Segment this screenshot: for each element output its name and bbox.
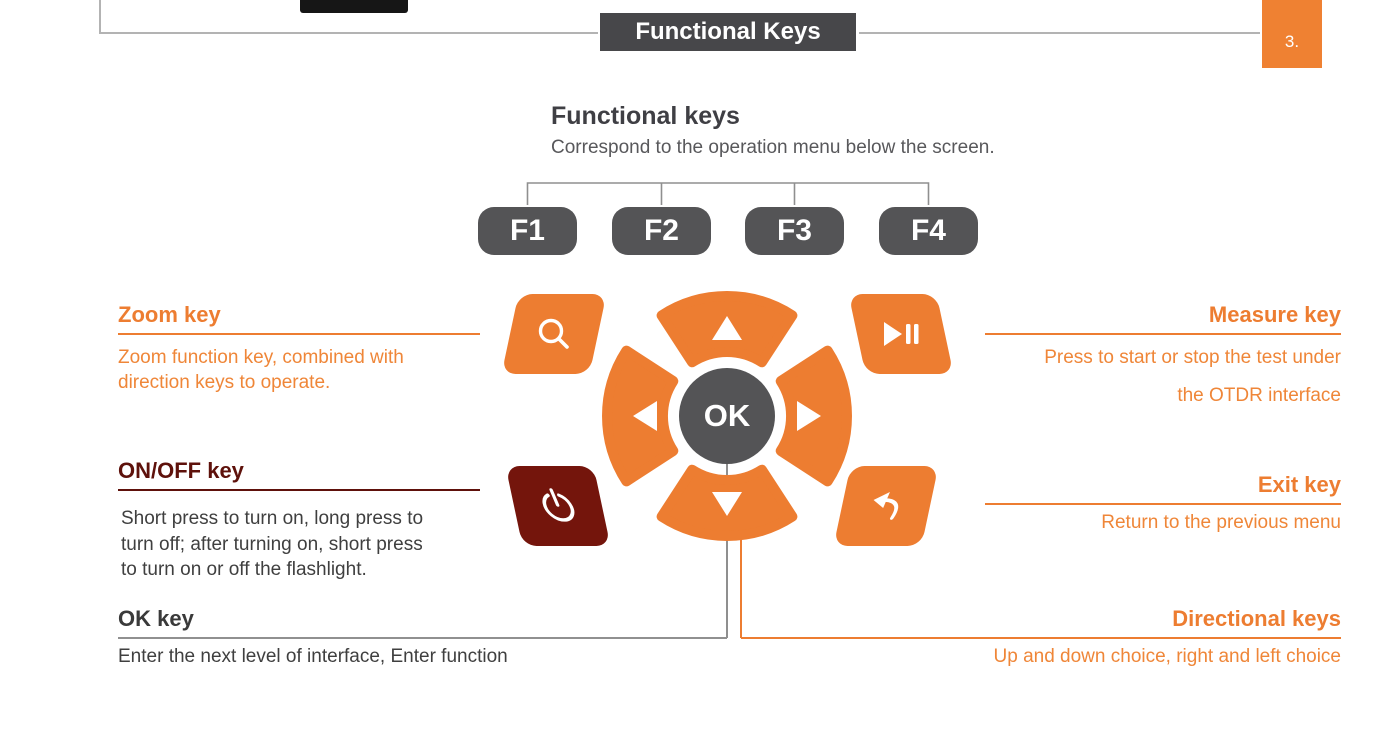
page-edge-rule (99, 0, 101, 33)
f2-key: F2 (612, 207, 711, 255)
power-icon (529, 486, 586, 526)
f1-key: F1 (478, 207, 577, 255)
ok-key-label: OK (703, 398, 751, 433)
right-arrow-icon (797, 401, 821, 431)
directional-keys-title: Directional keys (741, 606, 1341, 639)
exit-key-description: Return to the previous menu (1101, 512, 1341, 533)
f3-label: F3 (776, 214, 812, 247)
fkeys-bracket (526, 182, 930, 205)
diagram-title: Functional keys (551, 102, 740, 130)
exit-key-title: Exit key (985, 472, 1341, 505)
exit-key (833, 466, 939, 546)
onoff-key-title: ON/OFF key (118, 458, 480, 491)
magnifier-icon (534, 314, 574, 354)
up-arrow-icon (712, 316, 742, 340)
page-number-tab: 3. (1262, 0, 1322, 68)
f1-label: F1 (509, 214, 545, 247)
ok-key-description: Enter the next level of interface, Enter… (118, 646, 508, 667)
play-pause-icon (880, 319, 922, 349)
f4-label: F4 (910, 214, 946, 247)
left-arrow-icon (633, 401, 657, 431)
cropped-header-remnant (300, 0, 408, 13)
zoom-key-description: Zoom function key, combined with directi… (118, 347, 404, 393)
f2-label: F2 (643, 214, 679, 247)
onoff-key-description: Short press to turn on, long press to tu… (121, 508, 424, 580)
zoom-key-title: Zoom key (118, 302, 480, 335)
f3-key: F3 (745, 207, 844, 255)
f4-key: F4 (879, 207, 978, 255)
ok-key: OK (679, 368, 775, 464)
zoom-key (501, 294, 607, 374)
ok-key-title: OK key (118, 606, 727, 639)
diagram-subtitle: Correspond to the operation menu below t… (551, 137, 995, 158)
header-rule-right (859, 32, 1260, 34)
header-rule-left (99, 32, 598, 34)
down-arrow-icon (712, 492, 742, 516)
power-key (505, 466, 611, 546)
section-title: Functional Keys (635, 18, 821, 45)
measure-key-title: Measure key (985, 302, 1341, 335)
page-number: 3. (1284, 32, 1300, 51)
directional-keys-description: Up and down choice, right and left choic… (993, 646, 1342, 667)
measure-key (848, 294, 954, 374)
section-title-banner: Functional Keys (600, 13, 856, 51)
return-arrow-icon (856, 487, 916, 525)
measure-key-description: Press to start or stop the test under th… (1044, 347, 1341, 406)
